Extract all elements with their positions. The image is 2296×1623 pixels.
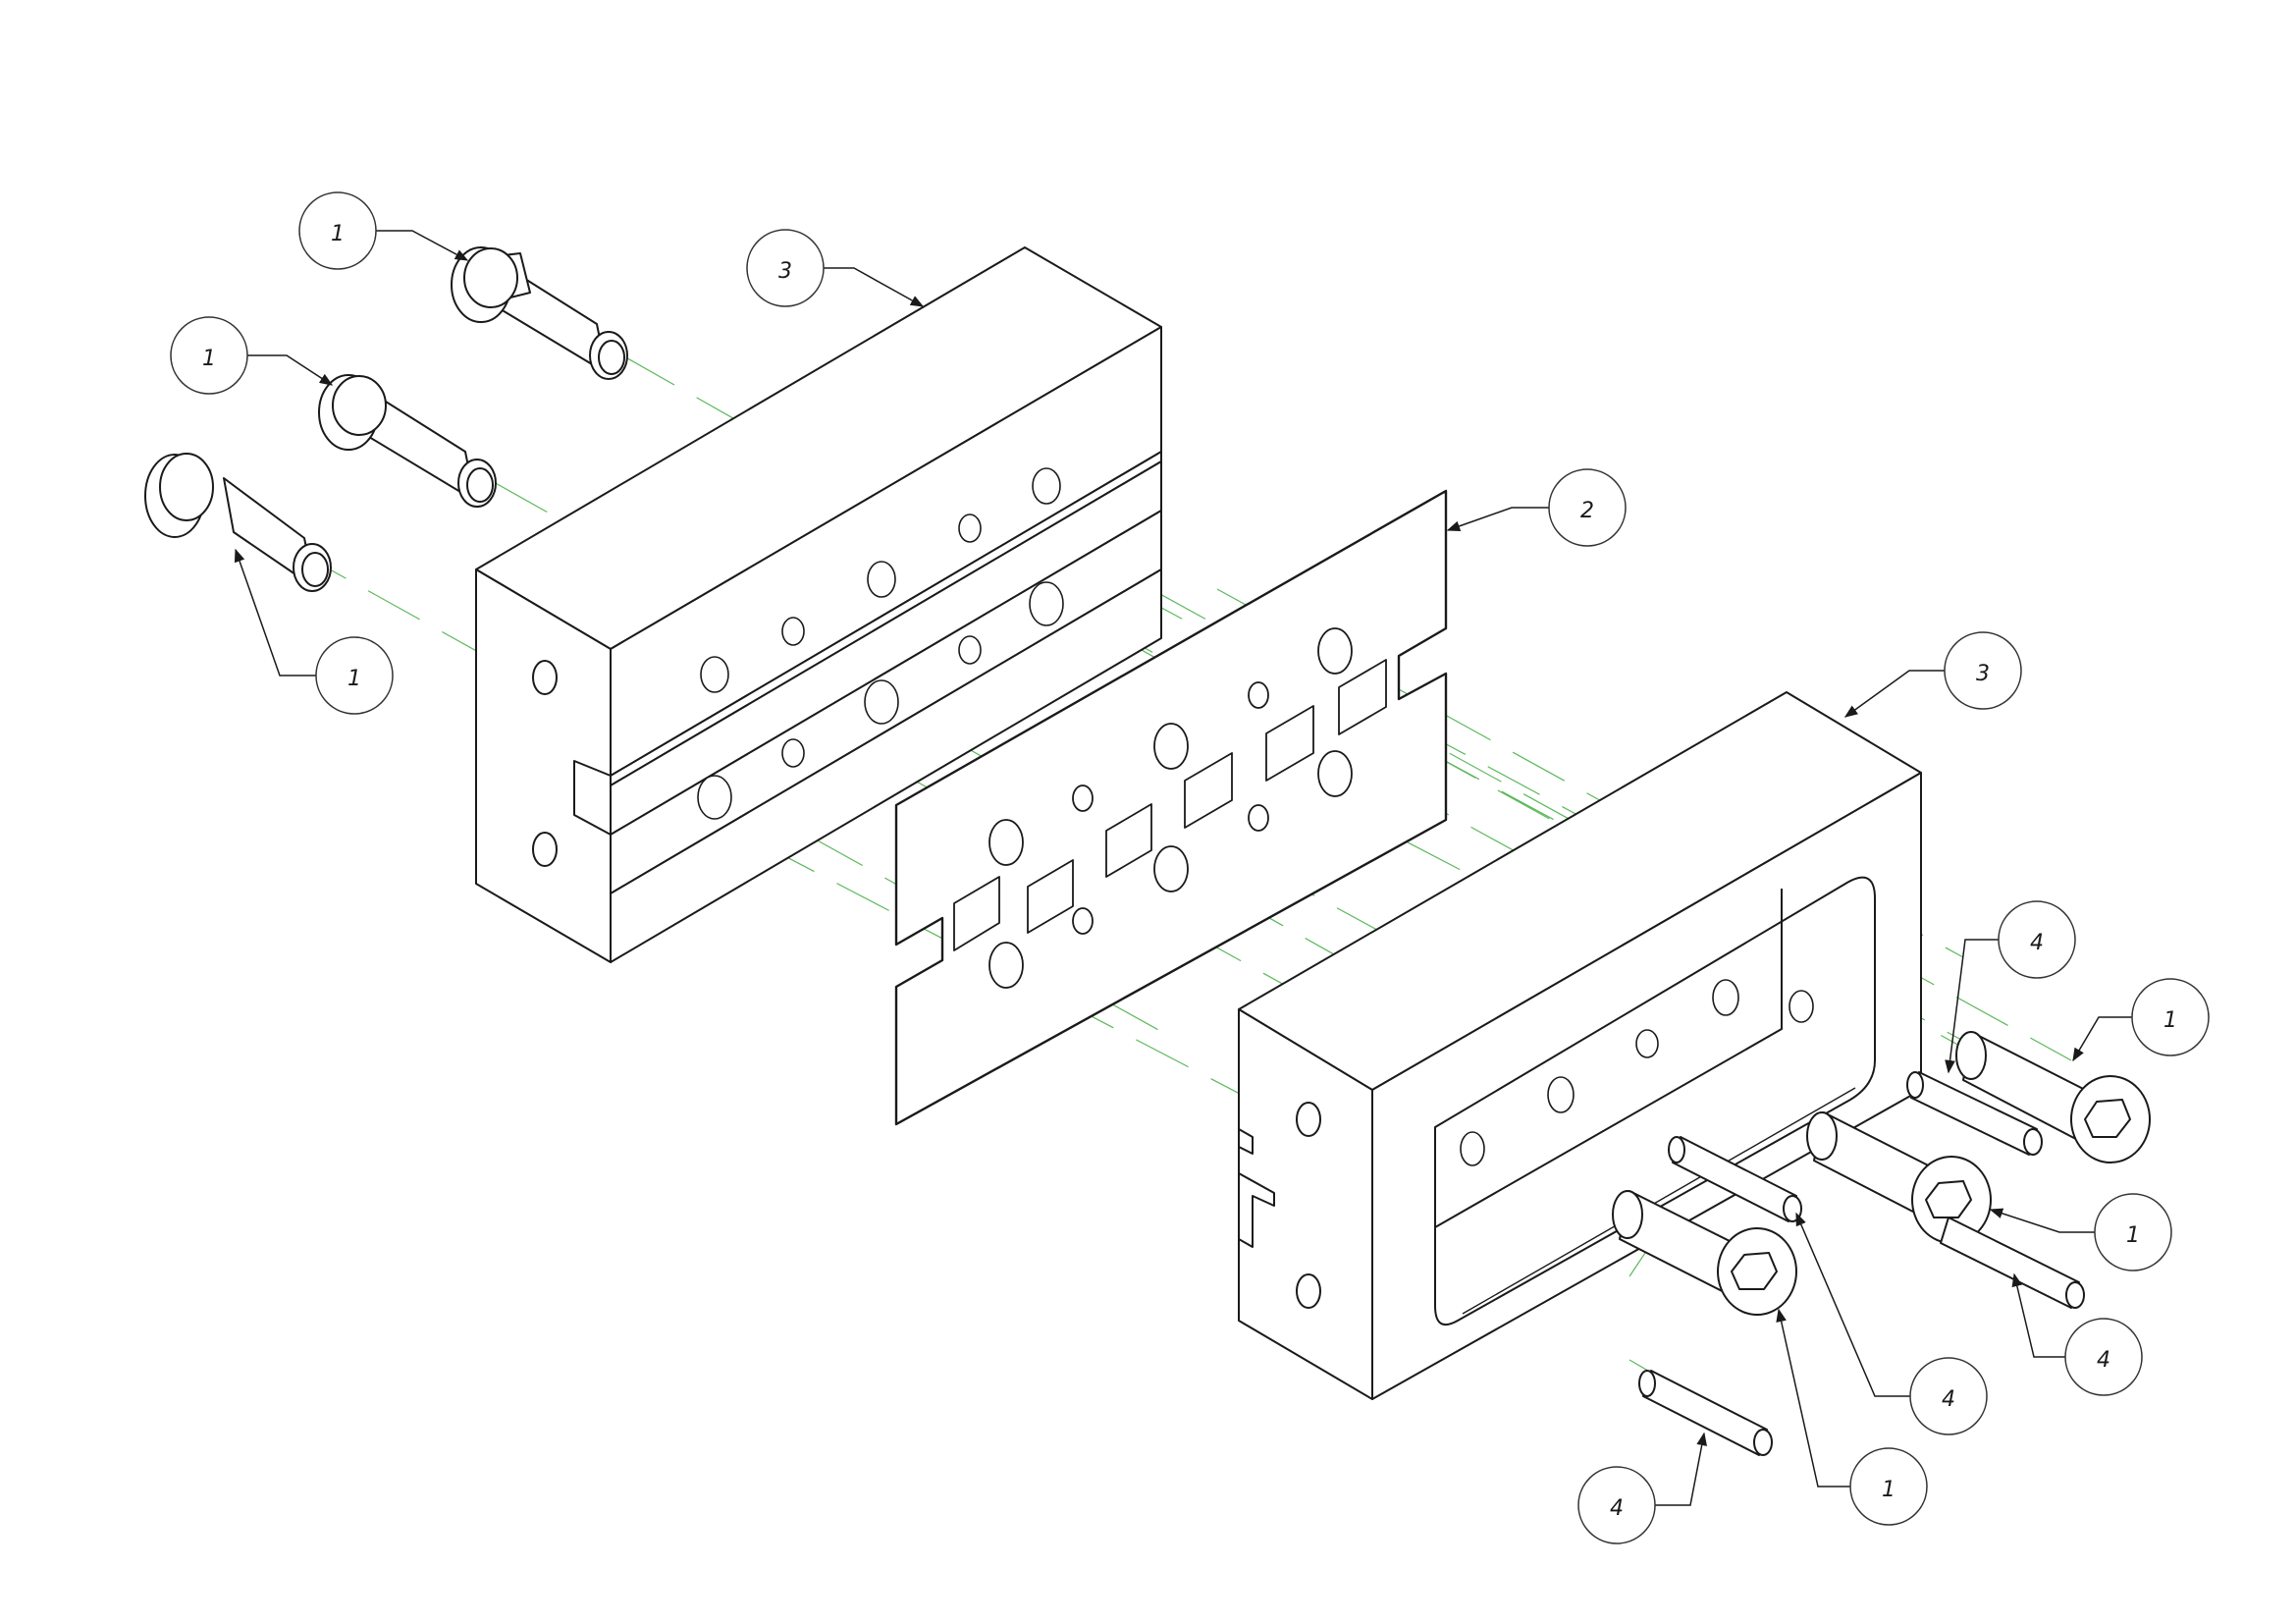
svg-text:1: 1: [2163, 1008, 2177, 1033]
balloon-10: 4: [2011, 1272, 2143, 1396]
socket-screw-right: [1955, 1031, 2151, 1163]
socket-screw-lower: [1612, 1190, 1797, 1316]
svg-text:4: 4: [1610, 1496, 1624, 1521]
balloon-4: 3: [746, 229, 925, 307]
dowel-pin-upper: [1906, 1071, 2043, 1156]
svg-text:4: 4: [1942, 1387, 1955, 1412]
svg-text:3: 3: [1976, 662, 1990, 686]
balloon-5: 2: [1446, 468, 1627, 547]
screw-upper: [451, 246, 628, 380]
left-block: [475, 246, 1162, 963]
svg-text:1: 1: [347, 667, 361, 691]
svg-text:4: 4: [2097, 1348, 2110, 1373]
balloon-11: 4: [1795, 1212, 1988, 1435]
svg-text:1: 1: [202, 347, 216, 371]
gasket-plate: [894, 489, 1448, 1126]
svg-text:1: 1: [2126, 1223, 2140, 1248]
svg-text:1: 1: [331, 222, 345, 246]
right-block: [1238, 691, 1922, 1400]
svg-text:1: 1: [1882, 1478, 1896, 1502]
balloon-7: 4: [1945, 900, 2076, 1074]
svg-text:4: 4: [2030, 931, 2044, 955]
dowel-pin-right: [1940, 1217, 2085, 1309]
dowel-pin-lower: [1638, 1370, 1773, 1456]
socket-screw-center: [1806, 1111, 1992, 1244]
balloon-9: 1: [1989, 1193, 2172, 1271]
svg-text:3: 3: [778, 259, 792, 284]
balloon-1: 1: [298, 191, 469, 270]
balloon-12: 1: [1776, 1308, 1928, 1526]
screw-lower: [144, 453, 332, 592]
screw-middle: [318, 374, 497, 508]
svg-text:2: 2: [1580, 499, 1594, 523]
balloon-callouts: 1 1 1 3 2 3 4: [170, 191, 2210, 1544]
balloon-8: 1: [2072, 978, 2210, 1062]
balloon-3: 1: [234, 548, 394, 715]
balloon-13: 4: [1577, 1432, 1708, 1544]
balloon-2: 1: [170, 316, 334, 395]
balloon-6: 3: [1843, 631, 2022, 718]
